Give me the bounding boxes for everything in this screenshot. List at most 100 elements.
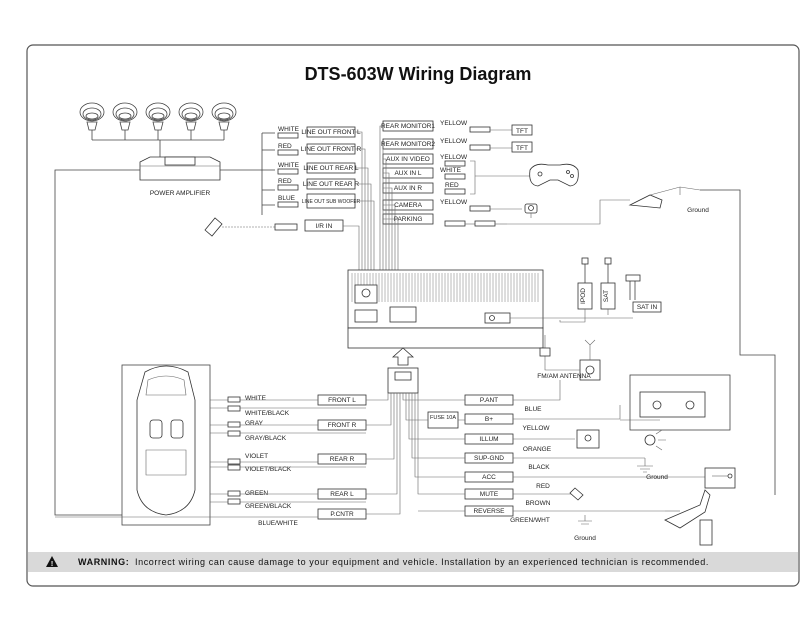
ir-in: I/R IN	[204, 217, 360, 270]
power-label: MUTE	[480, 491, 499, 498]
speaker-icon	[112, 102, 138, 140]
power-amplifier: POWER AMPLIFIER	[139, 156, 221, 197]
ipod-label: IPOD	[580, 288, 587, 304]
speaker-pos-color: GREEN	[245, 490, 268, 497]
ground-label: Ground	[646, 474, 668, 481]
power-label: ACC	[482, 474, 496, 481]
line-out-row: RED LINE OUT REAR R	[277, 178, 360, 191]
speaker-label: FRONT L	[328, 397, 356, 404]
line-out-label: LINE OUT REAR R	[303, 181, 360, 188]
line-out-color: WHITE	[278, 126, 300, 133]
av-connectors: REAR MONITOR1 YELLOW TFT REAR MONITOR2 Y…	[379, 120, 533, 270]
speaker-icon	[211, 102, 237, 140]
ignition-key-icon	[704, 467, 736, 489]
speaker-wiring: WHITE WHITE/BLACK FRONT L GRAY GRAY/BLAC…	[55, 393, 401, 527]
power-label: P.ANT	[480, 397, 498, 404]
pcntr-label: P.CNTR	[330, 511, 354, 518]
av-device: TFT	[516, 128, 528, 135]
power-row: SUP-GND BLACK	[464, 452, 550, 471]
av-label: CAMERA	[394, 202, 422, 209]
speaker-row: GRAY GRAY/BLACK FRONT R	[245, 419, 367, 442]
av-row: AUX IN L WHITE	[382, 167, 466, 180]
pcntr-color: BLUE/WHITE	[258, 520, 298, 527]
av-label: REAR MONITOR1	[381, 123, 435, 130]
gear-shift-icon	[664, 489, 713, 546]
warning-icon-mark: !	[51, 561, 53, 568]
speaker-label: REAR L	[330, 491, 354, 498]
power-color: ORANGE	[523, 446, 552, 453]
line-out-group: WHITE LINE OUT FRONT L RED LINE OUT FRON…	[277, 126, 375, 270]
line-out-color: WHITE	[278, 162, 300, 169]
ground-icon: Ground	[637, 458, 668, 481]
power-row: P.ANT BLUE	[464, 394, 543, 413]
power-color: BLACK	[528, 464, 550, 471]
av-row: AUX IN VIDEO YELLOW	[382, 153, 468, 167]
speaker-icon	[79, 102, 237, 140]
sat-in-label: SAT IN	[637, 304, 658, 311]
speaker-pos-color: VIOLET	[245, 453, 268, 460]
illumination-icon	[576, 429, 666, 451]
line-out-row: RED LINE OUT FRONT R	[277, 143, 362, 156]
power-row: ACC RED	[464, 471, 550, 490]
av-row: REAR MONITOR1 YELLOW TFT	[381, 120, 533, 136]
av-label: AUX IN R	[394, 185, 422, 192]
power-row: B+ YELLOW	[464, 413, 550, 432]
line-out-color: RED	[278, 143, 292, 150]
car-icon	[121, 364, 211, 526]
fuse-label: FUSE 10A	[430, 415, 456, 421]
av-label: REAR MONITOR2	[381, 141, 435, 148]
gamepad-icon	[529, 163, 579, 187]
warning-icon	[46, 556, 58, 567]
power-row: REVERSE GREEN/WHT	[464, 505, 550, 524]
av-color: YELLOW	[440, 138, 468, 145]
av-color: RED	[445, 182, 459, 189]
diagram-border	[26, 44, 800, 587]
power-row: MUTE BROWN	[464, 488, 551, 507]
speaker-group	[79, 102, 237, 140]
speaker-pos-color: GRAY	[245, 420, 264, 427]
av-row: REAR MONITOR2 YELLOW TFT	[381, 138, 533, 153]
speaker-icon	[79, 102, 105, 140]
ir-in-label: I/R IN	[316, 223, 333, 230]
speaker-label: FRONT R	[328, 422, 357, 429]
power-color: BROWN	[526, 500, 551, 507]
line-out-row: BLUE LINE OUT SUB WOOFER	[277, 193, 361, 209]
diagram-title: DTS-603W Wiring Diagram	[305, 64, 532, 84]
pcntr-row: P.CNTR BLUE/WHITE	[258, 508, 367, 527]
av-device: TFT	[516, 145, 528, 152]
speaker-row: VIOLET VIOLET/BLACK REAR R	[245, 453, 367, 473]
av-color: WHITE	[440, 167, 462, 174]
speaker-neg-color: GRAY/BLACK	[245, 435, 287, 442]
power-label: ILLUM	[479, 436, 498, 443]
line-out-color: RED	[278, 178, 292, 185]
av-row: CAMERA YELLOW	[382, 199, 522, 212]
speaker-neg-color: GREEN/BLACK	[245, 503, 292, 510]
ground-label: Ground	[687, 207, 709, 214]
line-out-row: WHITE LINE OUT FRONT L	[277, 126, 361, 139]
power-color: BLUE	[525, 406, 543, 413]
av-color: YELLOW	[440, 154, 468, 161]
power-row: ILLUM ORANGE	[464, 433, 552, 453]
sat-label: SAT	[603, 290, 610, 302]
power-wiring: P.ANT BLUE B+ YELLOW ILLUM ORANGE SUP-GN…	[402, 380, 720, 524]
battery-icon	[629, 374, 731, 431]
speaker-neg-color: WHITE/BLACK	[245, 410, 290, 417]
power-label: B+	[485, 416, 493, 423]
phone-icon	[569, 487, 584, 501]
warning-text: Incorrect wiring can cause damage to you…	[135, 557, 709, 567]
av-color: YELLOW	[440, 199, 468, 206]
line-out-label: LINE OUT REAR L	[303, 165, 359, 172]
line-out-label: LINE OUT FRONT R	[301, 146, 362, 153]
av-label: AUX IN L	[394, 170, 421, 177]
av-row: AUX IN R RED	[382, 182, 466, 195]
power-label: SUP-GND	[474, 455, 504, 462]
line-out-color: BLUE	[278, 195, 296, 202]
speaker-pos-color: WHITE	[245, 395, 267, 402]
power-amplifier-label: POWER AMPLIFIER	[150, 190, 211, 197]
speaker-icon	[145, 102, 171, 140]
speaker-label: REAR R	[330, 456, 355, 463]
speaker-row: GREEN GREEN/BLACK REAR L	[245, 488, 367, 510]
line-out-label: LINE OUT SUB WOOFER	[302, 199, 361, 205]
antenna: FM/AM ANTENNA	[537, 335, 601, 381]
